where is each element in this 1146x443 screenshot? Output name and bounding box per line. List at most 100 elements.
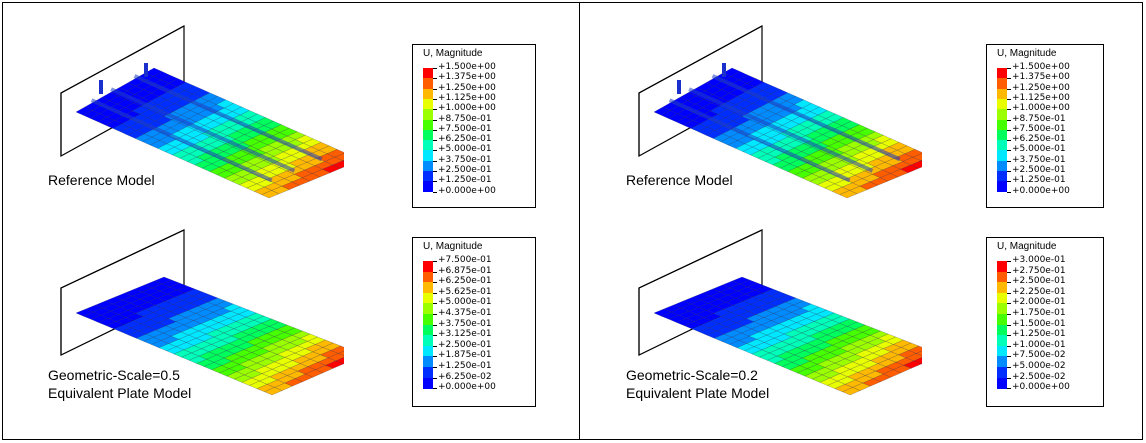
legend-color-swatch [423,271,433,283]
legend-color-swatch [423,160,433,172]
legend-value: +7.500e-02 [1012,350,1066,361]
legend-tick [1007,377,1011,379]
mesh-element [334,153,344,161]
legend-tick [1007,160,1011,162]
legend-tick [1007,68,1011,69]
legend-color-swatch [423,282,433,294]
legend-tick [433,68,437,69]
legend-tick [1007,98,1011,100]
legend-tick [1007,119,1011,121]
legend-tick [1007,367,1011,368]
legend-value: +2.500e-01 [438,165,492,175]
legend-tick [1007,150,1011,152]
legend-value: +7.500e-01 [1012,123,1066,134]
legend-tick [433,98,437,100]
legend-tick [1007,356,1011,358]
caption-line: Reference Model [626,172,733,188]
panel-divider [579,2,580,440]
legend-tick [433,314,437,315]
legend-value: +1.500e+00 [1012,62,1070,72]
legend-value: +0.000e+00 [1012,185,1070,196]
stiffener [133,74,323,162]
legend-tick [433,356,437,358]
legend-tick [1007,181,1011,183]
legend-tick [433,181,437,183]
legend-color-swatch [423,261,433,272]
mesh-element [342,160,344,162]
legend-color-swatch [997,345,1007,357]
legend-color-swatch [423,324,433,336]
legend-value: +3.000e-01 [1012,255,1066,265]
legend-color-swatch [423,140,433,152]
legend-value: +0.000e+00 [438,382,496,393]
legend-tick [433,119,437,121]
legend-value: +1.375e+00 [1012,72,1070,83]
legend-value: +1.125e+00 [438,92,496,103]
legend-color-swatch [997,356,1007,368]
legend-tick [1007,314,1011,315]
legend-color-swatch [997,98,1007,110]
legend-color-swatch [423,88,433,100]
legend-value: +4.375e-01 [438,308,492,318]
legend-tick [433,303,437,305]
equivalent-plate-model-plot [60,229,344,396]
legend-value: +7.500e-01 [438,255,492,265]
legend-tick [1007,109,1011,111]
legend-value: +1.250e+00 [438,82,496,93]
legend-color-swatch [997,68,1007,79]
contour-legend: U, Magnitude+3.000e-01+2.750e-01+2.500e-… [986,237,1104,407]
legend-value: +8.750e-01 [1012,113,1066,124]
legend-tick [1007,171,1011,172]
legend-value: +2.500e-01 [1012,276,1066,287]
legend-color-swatch [423,377,433,389]
legend-tick [433,345,437,347]
legend-color-swatch [997,78,1007,90]
legend-value: +1.250e-01 [1012,175,1066,186]
mesh-element [904,149,922,158]
legend-tick [433,271,437,273]
mesh-element [910,160,922,169]
legend-tick [433,109,437,111]
stiffener-end [144,63,148,77]
legend-color-swatch [997,119,1007,131]
legend-value: +1.125e+00 [1012,92,1070,103]
legend-tick [433,282,437,284]
legend-color-swatch [423,129,433,141]
legend-tick [1007,88,1011,90]
legend-tick [1007,271,1011,273]
legend-color-swatch [997,377,1007,389]
mesh-element [908,345,922,354]
mesh-element [332,160,344,169]
contour-legend: U, Magnitude+7.500e-01+6.875e-01+6.250e-… [412,237,536,407]
legend-color-swatch [997,171,1007,182]
legend-value: +1.000e-01 [1012,339,1066,350]
support-edge [638,25,763,156]
legend-color-swatch [997,367,1007,378]
legend-value: +1.250e-01 [438,361,492,371]
legend-color-swatch [423,150,433,162]
stiffener [110,87,296,173]
legend-value: +1.500e-01 [1012,318,1066,329]
legend-color-swatch [423,78,433,90]
legend-color-swatch [423,345,433,357]
mesh-element [920,160,922,162]
stiffener-end [722,63,726,77]
legend-value: +1.000e+00 [438,103,496,114]
legend-color-swatch [423,303,433,315]
legend-title: U, Magnitude [423,241,483,252]
legend-value: +2.250e-01 [1012,286,1066,297]
legend-tick [1007,78,1011,80]
legend-tick [433,292,437,294]
legend-tick [1007,335,1011,337]
legend-value: +2.000e-01 [1012,297,1066,308]
legend-color-swatch [997,271,1007,283]
legend-value: +3.125e-01 [438,329,492,340]
legend-value: +6.250e-01 [438,134,492,145]
legend-color-swatch [423,68,433,79]
legend-color-swatch [997,282,1007,294]
stiffener [668,98,851,183]
legend-value: +5.000e-01 [438,297,492,308]
legend-value: +1.250e-01 [1012,329,1066,340]
